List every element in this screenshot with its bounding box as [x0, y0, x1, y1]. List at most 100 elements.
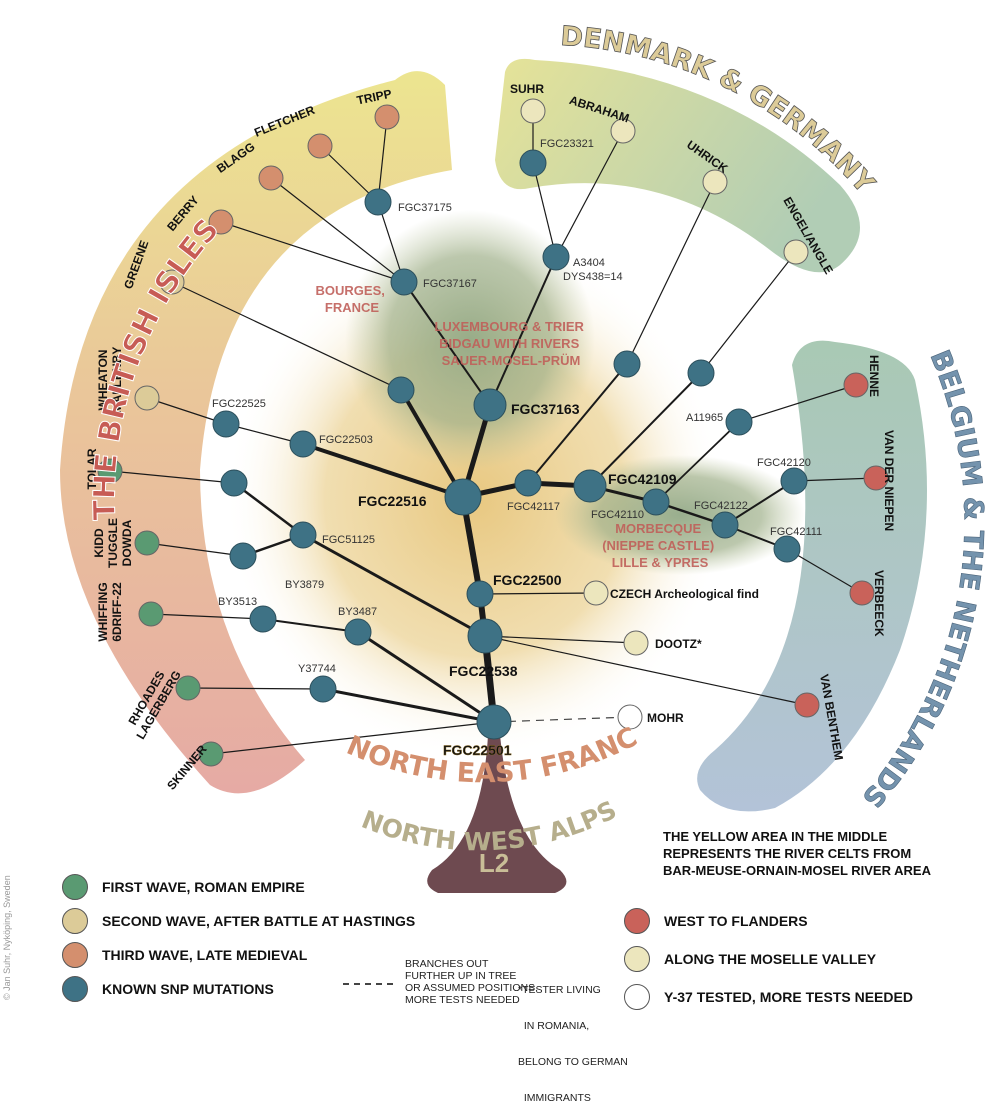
snp-node[interactable] [289, 521, 317, 549]
snp-label: FGC23321 [540, 138, 594, 150]
leaf-node[interactable] [702, 169, 728, 195]
note-line: FURTHER UP IN TREE [405, 970, 517, 982]
leaf-branch [555, 130, 624, 258]
note-line: IMMIGRANTS [518, 1092, 591, 1104]
snp-label: Y37744 [298, 663, 336, 675]
snp-label: FGC22516 [358, 493, 427, 509]
leaf-name-label: HENNE [867, 355, 881, 397]
snp-node[interactable] [514, 469, 542, 497]
leaf-node[interactable] [863, 465, 889, 491]
note-line: MORE TESTS NEEDED [405, 994, 520, 1006]
belgium-netherlands-band [697, 340, 927, 812]
first-wave-dot-icon [62, 874, 88, 900]
snp-node[interactable] [542, 243, 570, 271]
denmark-germany-band [495, 58, 860, 273]
leaf-node[interactable] [617, 704, 643, 730]
leaf-name-label: WHIFFING6DRIFF-22 [96, 582, 124, 642]
leaf-node[interactable] [208, 209, 234, 235]
snp-node[interactable] [467, 618, 503, 654]
legend-item-known-snp: KNOWN SNP MUTATIONS [62, 972, 415, 1006]
snp-node[interactable] [642, 488, 670, 516]
snp-node[interactable] [220, 469, 248, 497]
leaf-node[interactable] [134, 530, 160, 556]
legend-item-y37: Y-37 TESTED, MORE TESTS NEEDED [624, 978, 913, 1016]
leaf-node[interactable] [307, 133, 333, 159]
leaf-node[interactable] [159, 269, 185, 295]
place-bourges: BOURGES, FRANCE [316, 283, 389, 315]
moselle-dot-icon [624, 946, 650, 972]
snp-node[interactable] [613, 350, 641, 378]
snp-node[interactable] [289, 430, 317, 458]
leaf-node[interactable] [794, 692, 820, 718]
snp-label: FGC51125 [322, 534, 375, 546]
leaf-node[interactable] [583, 580, 609, 606]
leaf-branch [484, 635, 808, 706]
snp-label: FGC42110 [591, 509, 644, 521]
tree-branch [233, 482, 304, 536]
yellow-area-note: THE YELLOW AREA IN THE MIDDLE REPRESENTS… [663, 828, 931, 879]
leaf-node[interactable] [97, 458, 123, 484]
snp-label: FGC42122 [694, 500, 748, 512]
note-line: IN ROMANIA, [518, 1020, 590, 1032]
tree-branch [724, 480, 795, 526]
leaf-name-label: TOLAR [85, 448, 99, 489]
snp-label: A11965 [686, 412, 723, 424]
snp-node[interactable] [212, 410, 240, 438]
tree-branch [403, 281, 491, 406]
snp-label: FGC22538 [449, 663, 518, 679]
snp-label: FGC37175 [398, 202, 452, 214]
leaf-node[interactable] [258, 165, 284, 191]
leaf-node[interactable] [623, 630, 649, 656]
snp-node[interactable] [780, 467, 808, 495]
snp-node[interactable] [249, 605, 277, 633]
haplogroup-tree-diagram: FGC22501FGC22538FGC22500FGC22516FGC37163… [0, 0, 985, 893]
leaf-node[interactable] [610, 118, 636, 144]
leaf-branch [793, 477, 877, 482]
leaf-node[interactable] [138, 601, 164, 627]
snp-label: BY3513 [218, 596, 257, 608]
snp-node[interactable] [444, 478, 482, 516]
leaf-branch [493, 716, 631, 723]
leaf-node[interactable] [374, 104, 400, 130]
legend-item-moselle: ALONG THE MOSELLE VALLEY [624, 940, 913, 978]
legend-label: FIRST WAVE, ROMAN EMPIRE [102, 879, 305, 895]
leaf-branch [150, 613, 264, 620]
snp-node[interactable] [309, 675, 337, 703]
snp-label: FGC42117 [507, 501, 560, 513]
leaf-node[interactable] [849, 580, 875, 606]
snp-node[interactable] [687, 359, 715, 387]
leaf-branch [171, 281, 402, 391]
snp-node[interactable] [725, 408, 753, 436]
tree-branch [532, 162, 557, 258]
snp-label: BY3879 [285, 579, 324, 591]
snp-node[interactable] [387, 376, 415, 404]
leaf-node[interactable] [783, 239, 809, 265]
leaf-branch [479, 592, 597, 595]
leaf-node[interactable] [843, 372, 869, 398]
snp-node[interactable] [473, 388, 507, 422]
leaf-name-label: WHEATONMALLENBY [96, 347, 124, 414]
snp-node[interactable] [390, 268, 418, 296]
snp-node[interactable] [364, 188, 392, 216]
snp-node[interactable] [344, 618, 372, 646]
leaf-branch [146, 397, 227, 425]
snp-node[interactable] [466, 580, 494, 608]
tree-branch [302, 442, 464, 499]
leaf-name-label: DOOTZ* [655, 637, 702, 651]
snp-node[interactable] [711, 511, 739, 539]
leaf-node[interactable] [175, 675, 201, 701]
snp-node[interactable] [229, 542, 257, 570]
tree-branch [322, 687, 495, 724]
leaf-node[interactable] [520, 98, 546, 124]
snp-node[interactable] [773, 535, 801, 563]
leaf-branch [109, 470, 235, 484]
leaf-node[interactable] [198, 741, 224, 767]
leaf-branch [786, 548, 863, 594]
snp-node[interactable] [476, 704, 512, 740]
leaf-name-label: KIDDTUGGLEDOWDA [92, 518, 134, 568]
snp-node[interactable] [573, 469, 607, 503]
leaf-node[interactable] [134, 385, 160, 411]
snp-node[interactable] [519, 149, 547, 177]
note-line: BELONG TO GERMAN [518, 1056, 628, 1068]
snp-dot-icon [62, 976, 88, 1002]
